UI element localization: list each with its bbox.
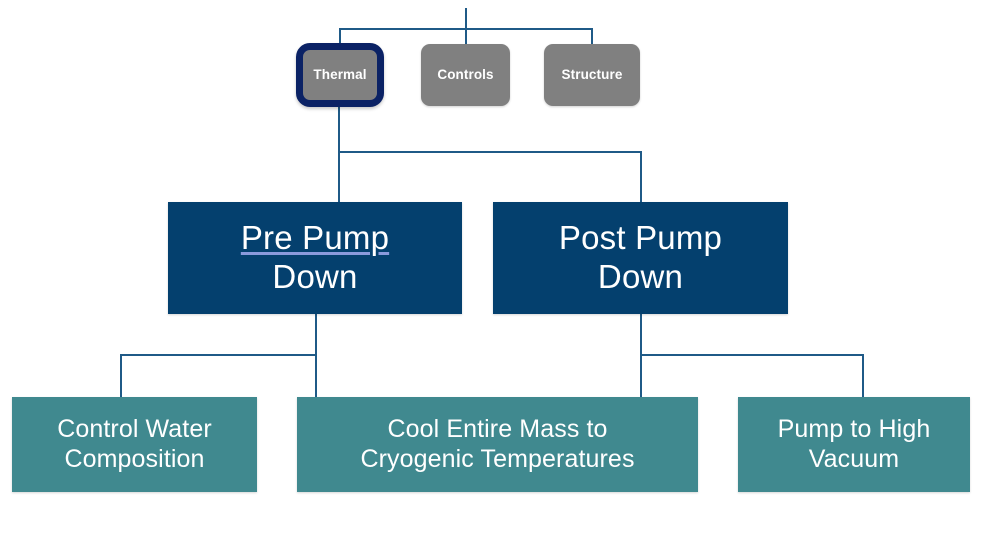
node-thermal-label: Thermal bbox=[313, 67, 367, 83]
connector-bus-to-thermal bbox=[339, 28, 341, 44]
node-pre-pump-down-line2: Down bbox=[272, 258, 358, 295]
node-pump-to-high-vacuum-text: Pump to High Vacuum bbox=[778, 415, 931, 474]
node-controls-label: Controls bbox=[437, 67, 494, 83]
connector-post-pump-bus bbox=[640, 354, 864, 356]
connector-bus-to-structure bbox=[591, 28, 593, 45]
node-structure-label: Structure bbox=[561, 67, 623, 83]
connector-bus-to-control-water bbox=[120, 354, 122, 398]
connector-root-stem bbox=[465, 8, 467, 29]
node-post-pump-down-line1: Post Pump bbox=[558, 219, 723, 257]
node-control-water-composition-line1: Control Water bbox=[57, 415, 212, 443]
node-post-pump-down-line2: Down bbox=[597, 258, 684, 295]
node-cool-entire-mass-text: Cool Entire Mass to Cryogenic Temperatur… bbox=[360, 415, 634, 474]
connector-pre-pump-stem bbox=[315, 314, 317, 398]
connector-level2-bus bbox=[338, 151, 642, 153]
connector-thermal-stem bbox=[338, 107, 340, 203]
node-cool-entire-mass-line1: Cool Entire Mass to bbox=[387, 415, 608, 443]
node-cool-entire-mass[interactable]: Cool Entire Mass to Cryogenic Temperatur… bbox=[297, 397, 698, 492]
connector-post-pump-stem bbox=[640, 314, 642, 398]
connector-bus-to-post-pump bbox=[640, 151, 642, 203]
connector-pre-pump-bus bbox=[120, 354, 317, 356]
node-pump-to-high-vacuum[interactable]: Pump to High Vacuum bbox=[738, 397, 970, 492]
node-control-water-composition-line2: Composition bbox=[64, 444, 205, 473]
node-post-pump-down[interactable]: Post Pump Down bbox=[493, 202, 788, 314]
node-pre-pump-down-text: Pre Pump Down bbox=[241, 219, 389, 297]
node-post-pump-down-text: Post Pump Down bbox=[559, 219, 722, 297]
node-cool-entire-mass-line2: Cryogenic Temperatures bbox=[360, 444, 635, 473]
node-control-water-composition-text: Control Water Composition bbox=[57, 415, 212, 474]
node-structure[interactable]: Structure bbox=[544, 44, 640, 106]
connector-bus-to-controls bbox=[465, 28, 467, 45]
node-control-water-composition[interactable]: Control Water Composition bbox=[12, 397, 257, 492]
node-pre-pump-down-line1[interactable]: Pre Pump bbox=[240, 219, 390, 257]
connector-bus-to-pump-vacuum bbox=[862, 354, 864, 398]
node-controls[interactable]: Controls bbox=[421, 44, 510, 106]
node-thermal[interactable]: Thermal bbox=[296, 43, 384, 107]
node-pump-to-high-vacuum-line2: Vacuum bbox=[808, 444, 900, 473]
node-pump-to-high-vacuum-line1: Pump to High bbox=[777, 415, 931, 443]
node-pre-pump-down[interactable]: Pre Pump Down bbox=[168, 202, 462, 314]
